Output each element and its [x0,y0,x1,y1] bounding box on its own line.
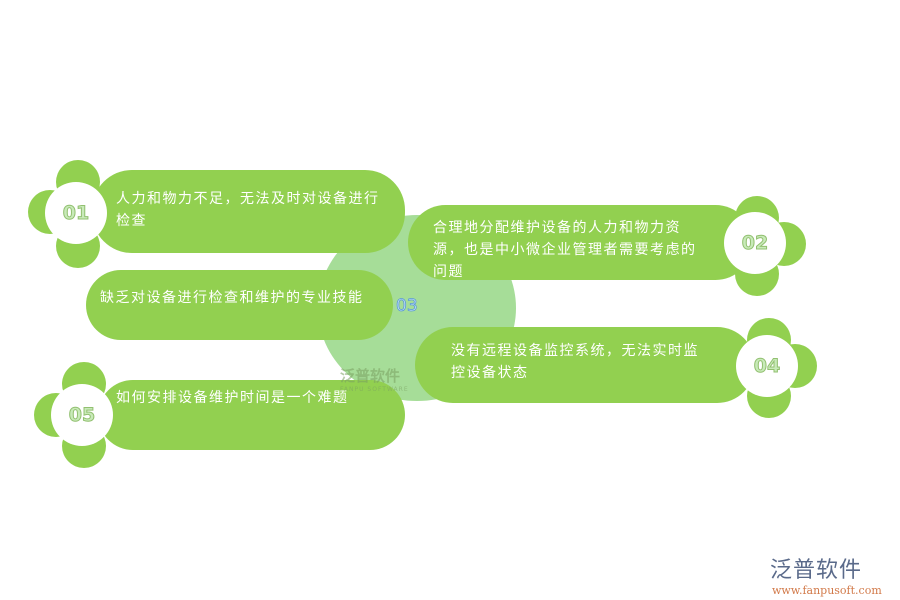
item-05: 如何安排设备维护时间是一个难题 [98,380,405,450]
item-01: 人力和物力不足，无法及时对设备进行检查 [92,170,405,253]
watermark-sub: FANPU SOFTWARE [340,386,409,393]
item-text: 如何安排设备维护时间是一个难题 [116,390,349,406]
item-text: 人力和物力不足，无法及时对设备进行检查 [116,191,380,229]
item-02: 合理地分配维护设备的人力和物力资源，也是中小微企业管理者需要考虑的问题 [408,205,753,280]
number-02-badge: 02 [724,212,786,274]
number-05-badge: 05 [51,384,113,446]
item-03: 缺乏对设备进行检查和维护的专业技能 [86,270,393,340]
number-03: 03 [396,296,418,317]
logo-name: 泛普软件 [770,558,863,583]
fanpu-logo: 泛普软件 www.fanpusoft.com [770,552,882,597]
item-text: 合理地分配维护设备的人力和物力资源，也是中小微企业管理者需要考虑的问题 [433,220,697,280]
number-01-badge: 01 [45,182,107,244]
item-04: 没有远程设备监控系统，无法实时监控设备状态 [415,327,755,403]
watermark-text: 泛普软件 [340,367,401,385]
item-text: 缺乏对设备进行检查和维护的专业技能 [100,290,364,306]
item-text: 没有远程设备监控系统，无法实时监控设备状态 [451,343,699,381]
number-04-badge: 04 [736,335,798,397]
logo-url: www.fanpusoft.com [772,584,882,597]
